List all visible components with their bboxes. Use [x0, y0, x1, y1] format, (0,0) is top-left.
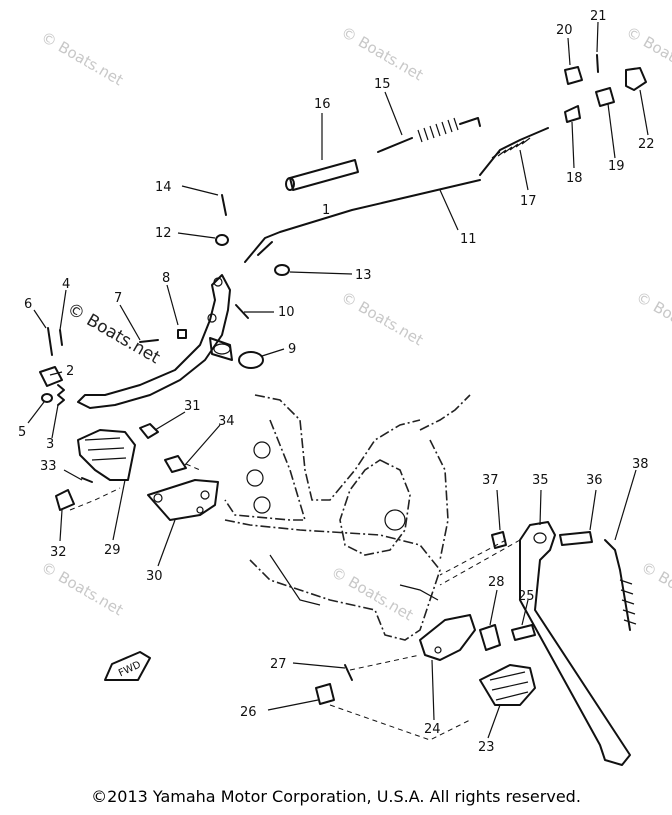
watermark: © Boats.net — [633, 288, 672, 349]
copyright-notice: ©2013 Yamaha Motor Corporation, U.S.A. A… — [91, 787, 581, 806]
callout-6: 6 — [24, 297, 32, 312]
callout-30: 30 — [146, 569, 163, 584]
callout-26: 26 — [240, 705, 257, 720]
watermark: © Boats.net — [623, 23, 672, 84]
parts-diagram: © Boats.net © Boats.net © Boats.net © Bo… — [18, 9, 672, 766]
callout-22: 22 — [638, 137, 655, 152]
watermark: © Boats.net — [338, 23, 426, 84]
callout-9: 9 — [288, 342, 296, 357]
callout-20: 20 — [556, 23, 573, 38]
callout-21: 21 — [590, 9, 607, 24]
watermark: © Boats.net — [38, 558, 126, 619]
spring-15 — [377, 117, 481, 153]
callout-19: 19 — [608, 159, 625, 174]
callout-2: 2 — [66, 364, 74, 379]
callout-33: 33 — [40, 459, 57, 474]
leader-lines — [27, 21, 649, 739]
watermark: © Boats.net — [38, 28, 126, 89]
callout-8: 8 — [162, 271, 170, 286]
fwd-arrow: FWD — [104, 651, 151, 681]
callout-12: 12 — [155, 226, 172, 241]
frame-outline — [224, 394, 471, 641]
callout-5: 5 — [18, 425, 26, 440]
side-stand-assembly — [439, 521, 637, 766]
callout-4: 4 — [62, 277, 70, 292]
watermark: © Boats.net — [338, 288, 426, 349]
callout-3: 3 — [46, 437, 54, 452]
small-parts-18-22 — [564, 54, 647, 123]
callout-38: 38 — [632, 457, 649, 472]
callout-35: 35 — [532, 473, 549, 488]
callout-32: 32 — [50, 545, 67, 560]
callout-28: 28 — [488, 575, 505, 590]
callout-29: 29 — [104, 543, 121, 558]
callout-7: 7 — [114, 291, 122, 306]
footrest-left-assembly — [55, 423, 219, 521]
callout-23: 23 — [478, 740, 495, 755]
callout-labels: 16 15 17 11 14 12 13 10 9 8 7 2 4 6 5 3 … — [18, 9, 655, 755]
callout-34: 34 — [218, 414, 235, 429]
footrest-right-assembly — [315, 614, 536, 741]
callout-36: 36 — [586, 473, 603, 488]
brake-rod-assembly — [215, 127, 549, 276]
callout-14: 14 — [155, 180, 172, 195]
callout-31: 31 — [184, 399, 201, 414]
callout-15: 15 — [374, 77, 391, 92]
watermark: © Boats.net — [328, 563, 416, 624]
brake-pedal-assembly — [39, 274, 264, 409]
callout-16: 16 — [314, 97, 331, 112]
callout-10: 10 — [278, 305, 295, 320]
callout-13: 13 — [355, 268, 372, 283]
callout-1: 1 — [322, 203, 330, 218]
callout-18: 18 — [566, 171, 583, 186]
watermark: © Boats.net — [638, 558, 672, 619]
callout-11: 11 — [460, 232, 477, 247]
callout-24: 24 — [424, 722, 441, 737]
callout-37: 37 — [482, 473, 499, 488]
callout-27: 27 — [270, 657, 287, 672]
watermark-dark: © Boats.net — [64, 299, 164, 368]
callout-25: 25 — [518, 589, 535, 604]
callout-17: 17 — [520, 194, 537, 209]
